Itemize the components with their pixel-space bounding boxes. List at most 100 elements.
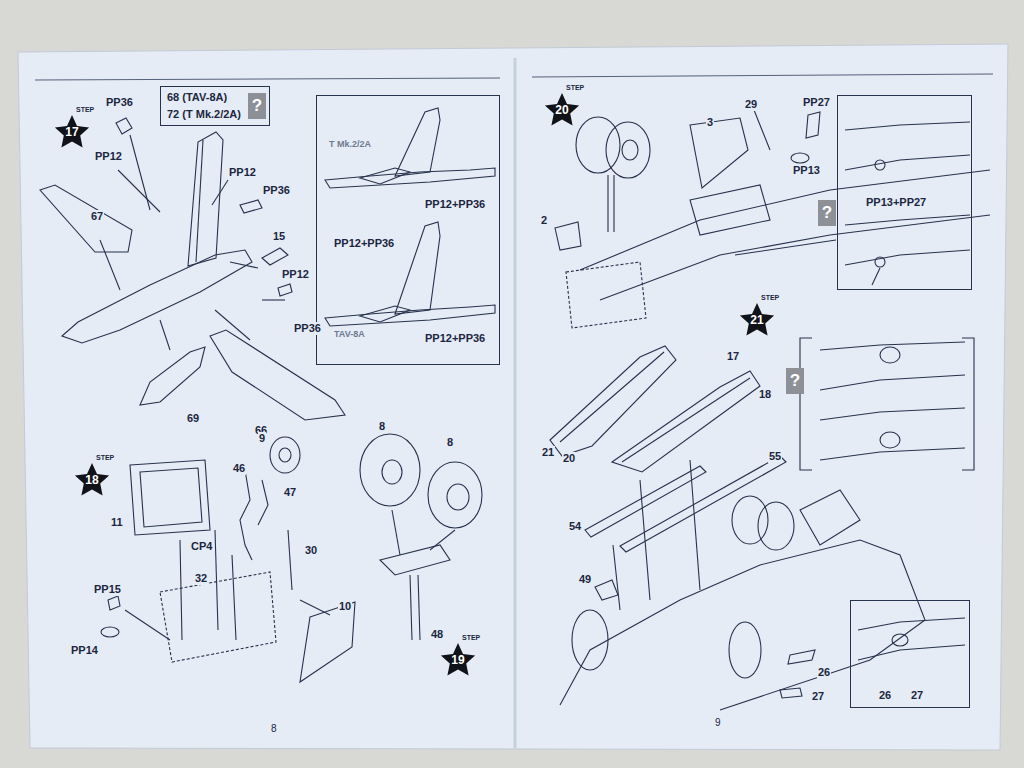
page-number: 9 (714, 716, 722, 729)
line-art (690, 185, 770, 235)
line-art (892, 634, 908, 646)
line-art (240, 470, 252, 560)
line-art (858, 645, 965, 660)
node-text: ? (818, 203, 836, 223)
line-art (278, 284, 292, 296)
callout-number: 69 (186, 412, 200, 425)
callout-number: CP4 (190, 540, 213, 553)
line-art (360, 306, 410, 322)
line-art (845, 122, 970, 130)
callout-number: PP36 (105, 96, 134, 109)
line-art (108, 596, 120, 610)
callout-number: 17 (726, 350, 740, 363)
question-box: ? (248, 93, 266, 119)
line-art (230, 262, 258, 268)
line-art (125, 610, 170, 640)
line-art (196, 140, 203, 262)
line-art (380, 545, 450, 575)
line-art (613, 545, 620, 610)
callout-number: 3 (706, 116, 714, 129)
node-text: 26 (879, 689, 891, 702)
line-art (418, 575, 420, 640)
page-number: 8 (270, 722, 278, 735)
star-shape (545, 93, 579, 126)
line-art (875, 160, 885, 170)
step-number: 18 (74, 474, 110, 487)
line-art (754, 110, 770, 150)
line-art (62, 250, 252, 343)
callout-number: 10 (338, 600, 352, 613)
star-shape (441, 643, 475, 676)
line-art (212, 180, 228, 205)
line-art (262, 248, 288, 265)
line-art (382, 460, 402, 484)
step-star: STEP18 (74, 462, 110, 498)
node-text: PP12+PP36 (425, 198, 485, 211)
line-art (392, 510, 400, 555)
line-art (875, 257, 885, 267)
callout-number: PP12 (94, 150, 123, 163)
callout-number: 18 (758, 388, 772, 401)
line-art (872, 268, 880, 285)
callout-number: 20 (562, 452, 576, 465)
line-art (606, 122, 650, 178)
line-art (288, 530, 292, 590)
line-art (40, 108, 990, 710)
node-text: 27 (911, 689, 923, 702)
line-art (532, 74, 993, 77)
callout-number: 46 (232, 462, 246, 475)
line-art (820, 408, 965, 420)
line-art (622, 378, 750, 462)
step-star: STEP19 (440, 642, 476, 678)
node-text: PP13+PP27 (866, 196, 926, 209)
callout-number: PP27 (802, 96, 831, 109)
line-art (585, 466, 706, 537)
line-art (880, 347, 900, 363)
line-art (360, 168, 410, 184)
line-art (160, 320, 170, 350)
callout-number: PP12 (281, 268, 310, 281)
line-art (258, 480, 268, 525)
line-art (732, 496, 768, 544)
line-art (116, 118, 132, 134)
line-art (640, 480, 650, 600)
callout-number: 15 (272, 230, 286, 243)
star-shape (740, 303, 774, 336)
line-art (130, 460, 210, 535)
callout-number: 26 (817, 666, 831, 679)
line-art (845, 215, 970, 225)
line-art (845, 155, 970, 170)
line-art (325, 305, 495, 326)
line-art (300, 600, 330, 615)
line-art (595, 580, 618, 600)
line-art (690, 460, 700, 590)
node-text: PP12+PP36 (425, 332, 485, 345)
callout-number: 9 (258, 432, 266, 445)
node-text: 68 (TAV-8A) (167, 91, 227, 104)
detail-inset: PP13+PP27 (837, 95, 972, 290)
line-art (572, 610, 608, 670)
node-text: TAV-8A (334, 328, 365, 341)
line-art (428, 462, 482, 528)
question-box: ? (818, 200, 836, 226)
line-art (820, 448, 965, 460)
line-art (612, 371, 760, 472)
step-number: 17 (54, 126, 90, 139)
line-art (210, 330, 345, 420)
callout-number: 48 (430, 628, 444, 641)
line-art (576, 117, 620, 173)
line-art (560, 352, 664, 442)
line-art (962, 338, 974, 470)
callout-number: PP36 (262, 184, 291, 197)
line-art (729, 622, 761, 678)
callout-number: PP36 (293, 322, 322, 335)
line-art (262, 299, 285, 300)
line-art (800, 490, 860, 545)
line-art (35, 78, 500, 80)
line-art (780, 688, 802, 698)
line-art (580, 170, 990, 270)
node-text: T Mk.2/2A (329, 138, 371, 151)
step-number: 21 (739, 314, 775, 327)
callout-number: 11 (110, 516, 124, 529)
